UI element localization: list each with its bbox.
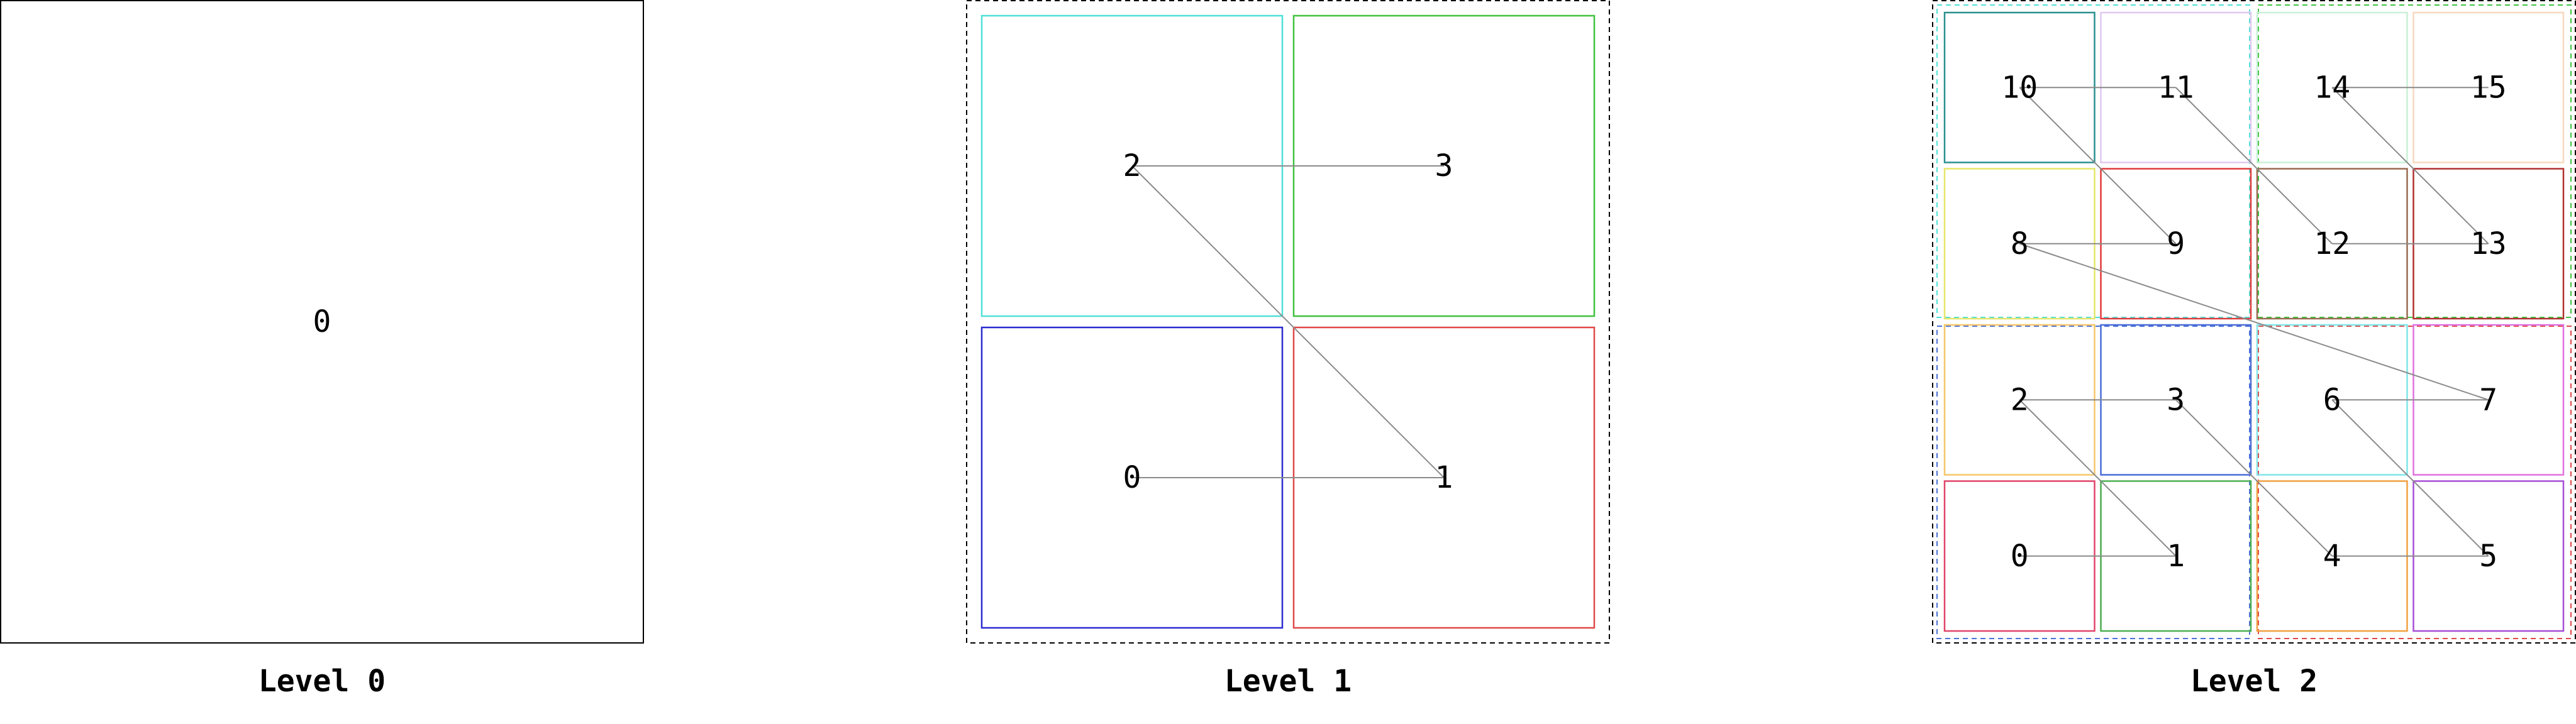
panel-level-0: 0 [0,0,644,644]
curve-segment-11-12 [2175,87,2333,244]
cell-11-label: 11 [2158,70,2194,105]
level-1-outer-frame [966,0,1610,644]
cell-0-box [0,0,644,644]
panel-level-1: 0 1 2 3 [966,0,1610,644]
cell-3-label: 3 [2167,382,2185,417]
cell-0-label: 0 [313,304,331,339]
group-3-frame [2258,4,2572,318]
cell-15-label: 15 [2470,70,2507,105]
cell-9-label: 9 [2167,226,2185,261]
panel-title-level-1: Level 1 [1224,664,1352,699]
curve-segment-3-4 [2175,399,2333,557]
cell-1-label: 1 [2167,539,2185,574]
cell-0-label: 0 [2011,539,2029,574]
curve-segment-13-14 [2331,87,2489,244]
curve-segment-9-10 [2019,87,2177,244]
cell-0-label: 0 [1123,460,1141,495]
cell-14-label: 14 [2314,70,2350,105]
cell-10-label: 10 [2001,70,2038,105]
cell-3-label: 3 [1435,148,1453,184]
cell-5-label: 5 [2479,539,2497,574]
cell-7-label: 7 [2479,382,2497,417]
cell-4-label: 4 [2323,539,2341,574]
cell-8-label: 8 [2011,226,2029,261]
cell-2-label: 2 [2011,382,2029,417]
level-2-outer-frame [1932,0,2576,644]
cell-13-label: 13 [2470,226,2507,261]
panel-title-level-2: Level 2 [2190,664,2318,699]
cell-12-label: 12 [2314,226,2350,261]
cell-6-label: 6 [2323,382,2341,417]
curve-segment-7-8 [2019,243,2489,401]
cell-2-label: 2 [1123,148,1141,184]
panel-title-level-0: Level 0 [258,664,386,699]
curve-segment-5-6 [2331,399,2489,557]
curve-segment-1-2 [2019,399,2177,557]
group-0-frame [1936,326,2250,639]
curve-segment-1-2 [1131,165,1445,478]
cell-1-label: 1 [1435,460,1453,495]
